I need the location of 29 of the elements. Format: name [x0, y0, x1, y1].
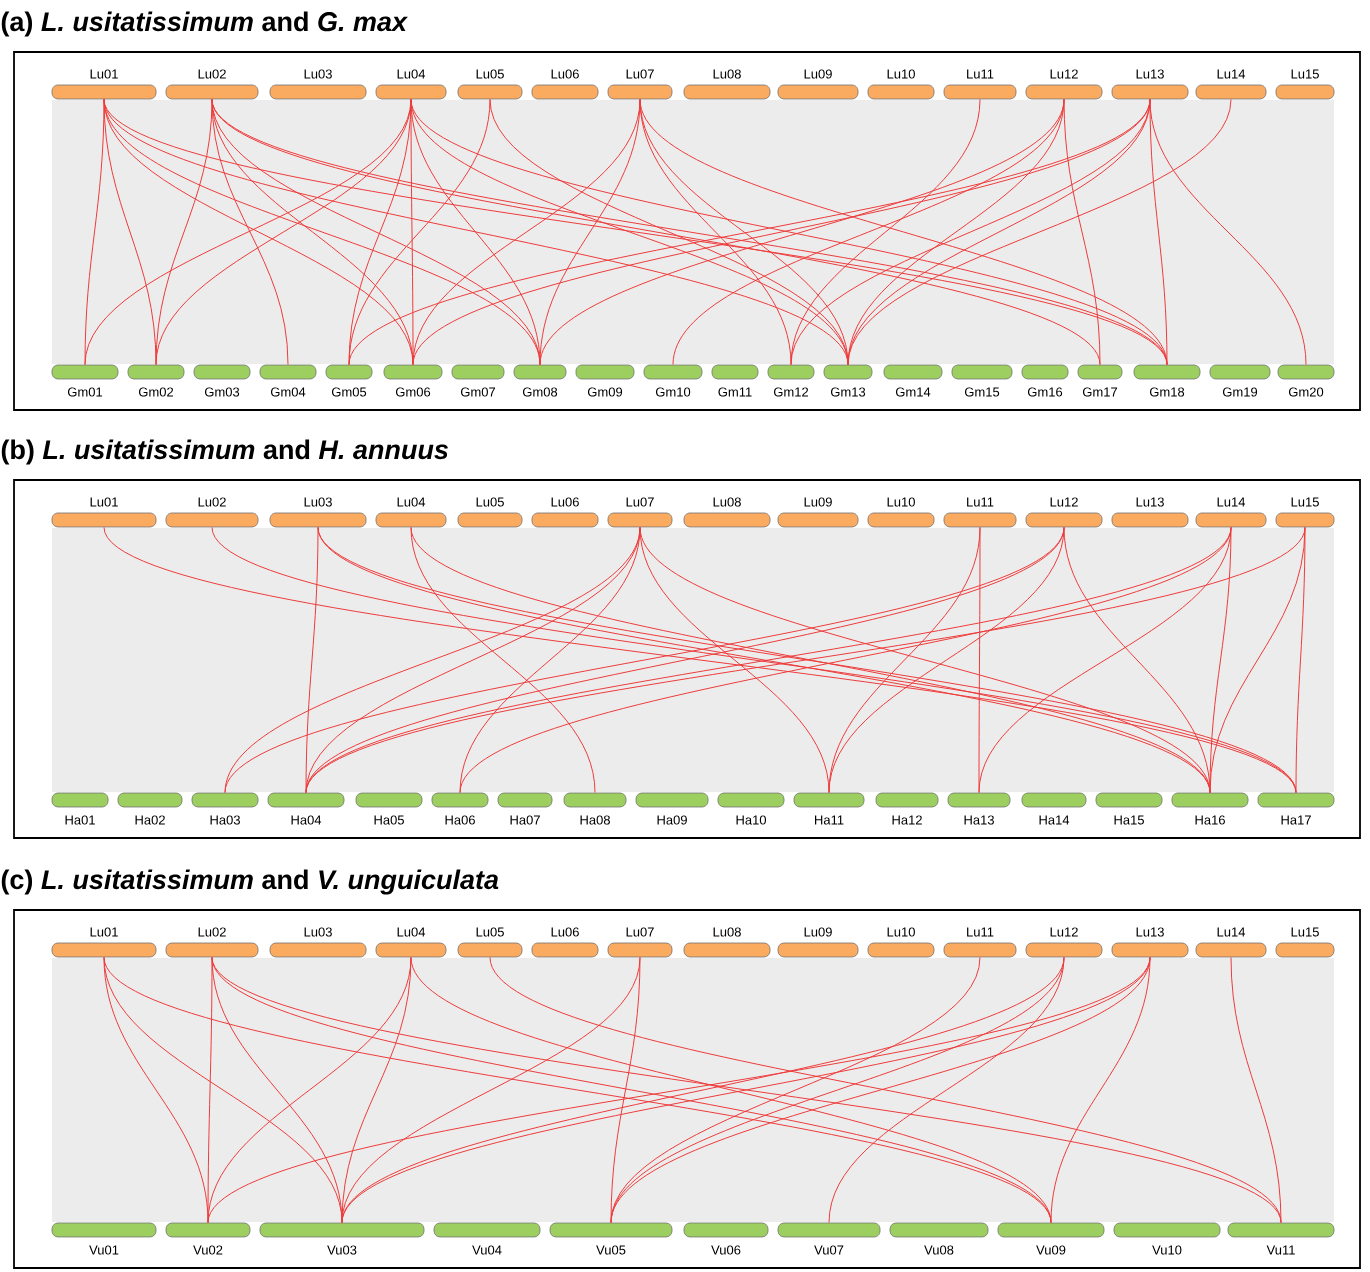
synteny-link: [155, 98, 213, 366]
synteny-link: [1149, 98, 1168, 366]
synteny-link: [1063, 98, 1101, 366]
synteny-link: [341, 956, 412, 1224]
synteny-link: [847, 98, 1232, 366]
synteny-link: [639, 98, 792, 366]
panel-title: (b) L. usitatissimum and H. annuus: [1, 439, 448, 465]
synteny-link: [1295, 526, 1306, 794]
synteny-link: [211, 956, 343, 1224]
synteny-link: [790, 98, 981, 366]
synteny-link: [1209, 526, 1232, 794]
synteny-link: [610, 956, 641, 1224]
synteny-link: [410, 98, 414, 366]
synteny-link: [348, 98, 491, 366]
synteny-link: [539, 98, 641, 366]
synteny-link: [828, 956, 1065, 1224]
synteny-link: [978, 526, 981, 794]
synteny-link: [1149, 98, 1307, 366]
synteny-link: [1050, 956, 1151, 1224]
synteny-link: [305, 526, 319, 794]
panel-title: (a) L. usitatissimum and G. max: [1, 11, 408, 37]
synteny-link: [211, 98, 289, 366]
synteny-link: [410, 526, 596, 794]
synteny-link: [828, 526, 1065, 794]
synteny-link: [1230, 956, 1282, 1224]
synteny-link: [459, 526, 641, 794]
synteny-link: [103, 98, 157, 366]
synteny-link: [207, 956, 213, 1224]
panel-title: (c) L. usitatissimum and V. unguiculata: [1, 869, 499, 895]
